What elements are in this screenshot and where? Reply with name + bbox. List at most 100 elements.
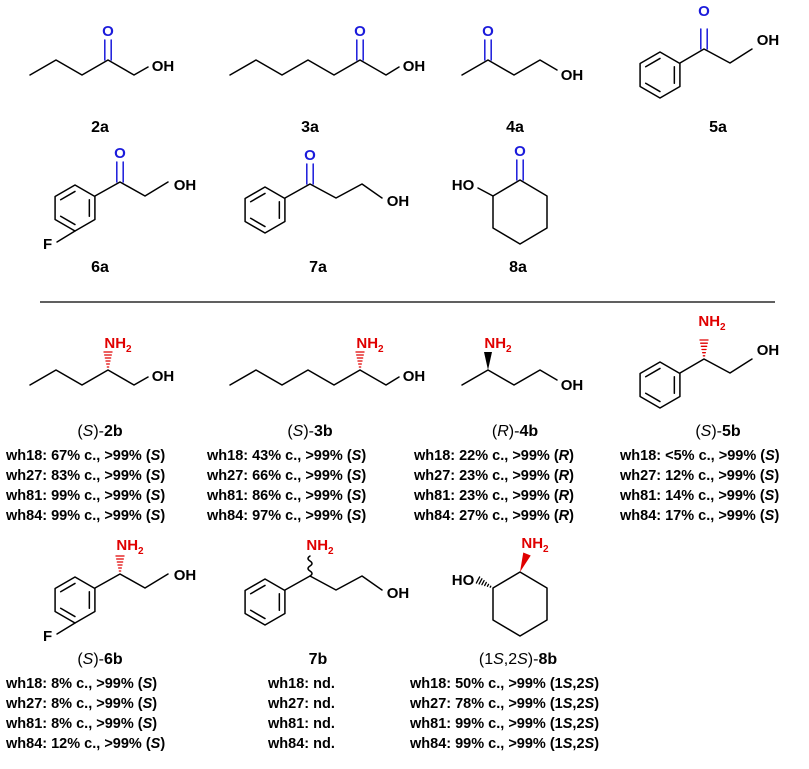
cyclohexane-ring	[492, 571, 548, 637]
atom-label: OH	[561, 67, 584, 84]
amine-label: NH2	[521, 535, 549, 555]
result-line-wh18: wh18: 22% c., >99% (R)	[413, 448, 574, 464]
atom-label: OH	[174, 567, 197, 584]
result-line-wh27: wh27: 12% c., >99% (S)	[619, 468, 779, 484]
wavy-bond	[307, 555, 313, 577]
atom-label: O	[482, 23, 494, 40]
compound-label: 6a	[91, 259, 109, 276]
amine-label: NH2	[116, 537, 144, 557]
aromatic-bond	[59, 582, 76, 593]
atom-label: OH	[152, 58, 175, 75]
result-line-wh27: wh27: 23% c., >99% (R)	[413, 468, 574, 484]
result-line-wh27: wh27: 78% c., >99% (1S,2S)	[409, 696, 599, 712]
result-line-wh18: wh18: 50% c., >99% (1S,2S)	[409, 676, 599, 692]
bond-chain	[94, 573, 169, 589]
bond-layer	[29, 28, 753, 637]
amine-label: NH2	[484, 335, 512, 355]
result-line-wh81: wh81: 99% c., >99% (1S,2S)	[409, 716, 599, 732]
hashed-wedge	[481, 579, 485, 586]
compound-label: (S)-6b	[77, 651, 123, 668]
bond-c-f	[56, 230, 76, 243]
aromatic-bond	[59, 190, 76, 201]
result-line-wh27: wh27: 83% c., >99% (S)	[5, 468, 165, 484]
bond-chain	[284, 575, 383, 591]
aromatic-bond	[644, 367, 661, 378]
amine-label: NH2	[306, 537, 334, 557]
compound-label: 2a	[91, 119, 109, 136]
atom-label: HO	[452, 572, 475, 589]
atom-label: O	[354, 23, 366, 40]
solid-wedge	[520, 552, 531, 572]
atom-label: OH	[174, 177, 197, 194]
hashed-wedge	[489, 585, 492, 588]
result-line-wh27: wh27: 8% c., >99% (S)	[5, 696, 157, 712]
result-line-wh81: wh81: 14% c., >99% (S)	[619, 488, 779, 504]
hashed-wedge	[486, 583, 490, 588]
result-line-wh84: wh84: 99% c., >99% (1S,2S)	[409, 736, 599, 752]
compound-label: 8a	[509, 259, 527, 276]
solid-wedge	[484, 352, 492, 370]
compound-label: 7a	[309, 259, 327, 276]
aromatic-bond	[644, 57, 661, 68]
compound-label: 3a	[301, 119, 319, 136]
aromatic-bond	[59, 215, 76, 226]
atom-label: O	[514, 143, 526, 160]
aromatic-bond	[249, 192, 266, 203]
bond-chain	[29, 369, 149, 386]
result-line-wh81: wh81: nd.	[267, 716, 335, 732]
bond-chain	[284, 183, 383, 199]
result-line-wh18: wh18: nd.	[267, 676, 335, 692]
result-line-wh84: wh84: 12% c., >99% (S)	[5, 736, 165, 752]
atom-label: O	[698, 3, 710, 20]
atom-label: F	[43, 236, 52, 253]
amine-label: NH2	[698, 313, 726, 333]
compound-label: 7b	[309, 651, 328, 668]
bond-chain	[679, 48, 753, 64]
result-line-wh27: wh27: nd.	[267, 696, 335, 712]
compound-label: (1S,2S)-8b	[479, 651, 557, 668]
atom-label: OH	[403, 368, 426, 385]
atom-label: OH	[757, 342, 780, 359]
result-line-wh18: wh18: 8% c., >99% (S)	[5, 676, 157, 692]
atom-label: OH	[403, 58, 426, 75]
compound-label: (S)-5b	[695, 423, 741, 440]
cyclohexane-ring	[492, 179, 548, 245]
aromatic-bond	[249, 609, 266, 620]
compound-label: (S)-3b	[287, 423, 333, 440]
atom-label: O	[114, 145, 126, 162]
result-line-wh84: wh84: 97% c., >99% (S)	[206, 508, 366, 524]
amine-label: NH2	[104, 335, 132, 355]
aromatic-bond	[249, 217, 266, 228]
hashed-wedge	[475, 576, 481, 584]
result-line-wh27: wh27: 66% c., >99% (S)	[206, 468, 366, 484]
label-layer: OOH2aOOH3aOOH4aOOH5aFOOH6aOOH7aOHO8aNH2O…	[5, 3, 780, 752]
atom-label: OH	[387, 193, 410, 210]
bond-c-oh	[477, 187, 494, 197]
result-line-wh81: wh81: 8% c., >99% (S)	[5, 716, 157, 732]
hashed-wedge	[478, 578, 483, 585]
aromatic-bond	[644, 82, 661, 93]
bond-chain	[94, 181, 169, 197]
bond-chain	[229, 369, 400, 386]
compound-label: (S)-2b	[77, 423, 123, 440]
bond-chain	[679, 358, 753, 374]
atom-label: OH	[152, 368, 175, 385]
atom-label: F	[43, 628, 52, 645]
result-line-wh84: wh84: 17% c., >99% (S)	[619, 508, 779, 524]
aromatic-bond	[59, 607, 76, 618]
atom-label: O	[304, 147, 316, 164]
result-line-wh18: wh18: 67% c., >99% (S)	[5, 448, 165, 464]
result-line-wh84: wh84: nd.	[267, 736, 335, 752]
atom-label: OH	[757, 32, 780, 49]
aromatic-bond	[644, 392, 661, 403]
result-line-wh84: wh84: 27% c., >99% (R)	[413, 508, 574, 524]
bond-chain	[461, 369, 558, 386]
amine-label: NH2	[356, 335, 384, 355]
result-line-wh18: wh18: <5% c., >99% (S)	[619, 448, 780, 464]
compound-label: 5a	[709, 119, 727, 136]
hashed-wedge	[484, 581, 487, 587]
result-line-wh81: wh81: 86% c., >99% (S)	[206, 488, 366, 504]
compound-label: (R)-4b	[492, 423, 538, 440]
result-line-wh18: wh18: 43% c., >99% (S)	[206, 448, 366, 464]
